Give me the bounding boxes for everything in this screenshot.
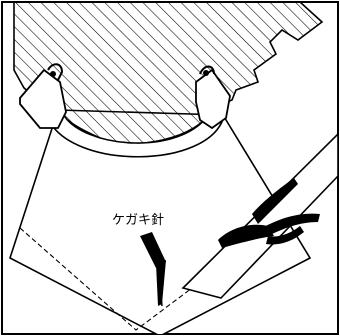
hand-holding-ruler (218, 178, 320, 248)
scribing-needle (140, 232, 166, 307)
left-clamp (19, 63, 67, 129)
right-clamp (195, 65, 231, 130)
scribing-needle-label: ケガキ針 (112, 213, 164, 228)
